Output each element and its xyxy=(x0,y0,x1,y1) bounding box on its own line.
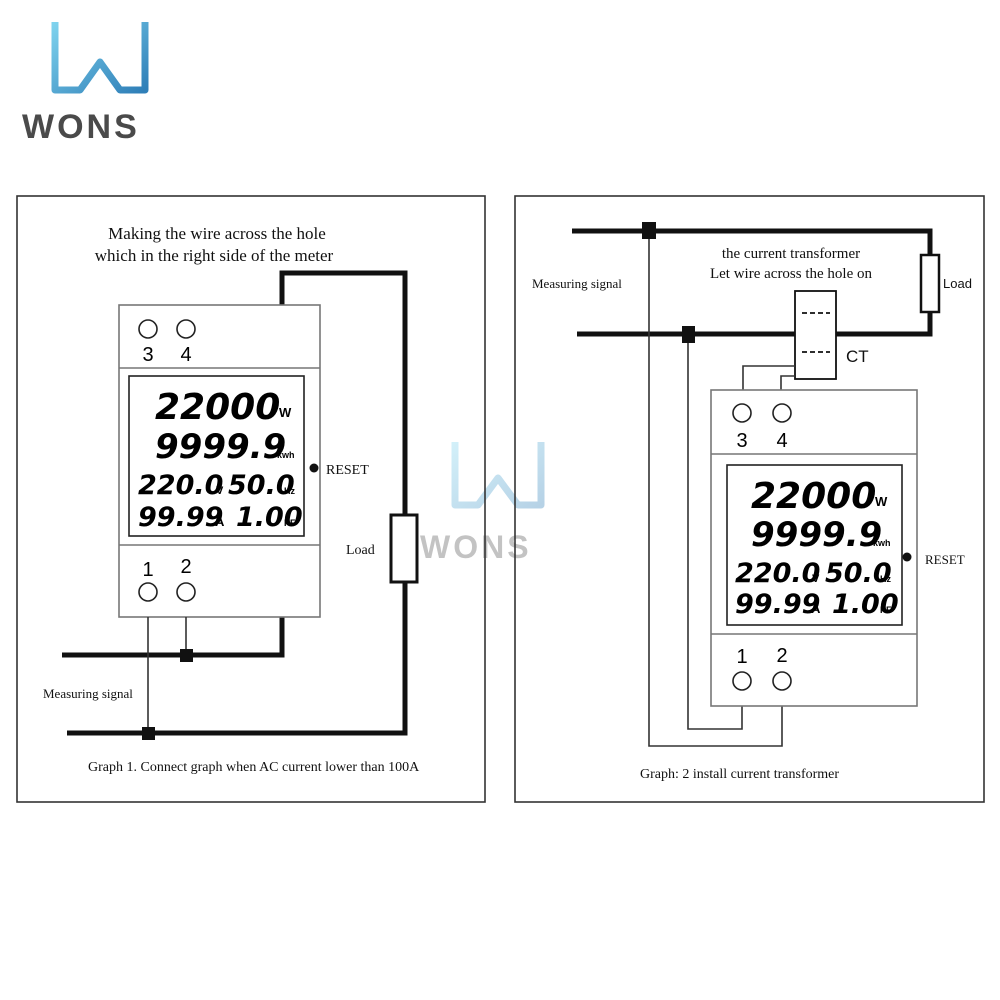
meter1: 3 4 22000 W 9999.9 kwh 220.0 V 50.0 Hz 9… xyxy=(118,304,321,618)
meter1-terminal-2-label: 2 xyxy=(180,556,191,578)
meter2-reset-button-icon xyxy=(902,552,912,562)
meter2-pf: 1.00 xyxy=(832,589,899,620)
meter1-current-unit: A xyxy=(215,514,225,529)
meter1-terminal-4-icon xyxy=(176,319,196,339)
meter2-current: 99.99 xyxy=(735,589,820,620)
graph1-wire-upper xyxy=(62,617,285,658)
meter2-terminal-3-label: 3 xyxy=(736,430,747,452)
meter2-frequency: 50.0 xyxy=(825,558,892,589)
meter1-terminal-3-label: 3 xyxy=(142,344,153,366)
meter2-terminal-2-label: 2 xyxy=(776,645,787,667)
meter2-terminal-4-label: 4 xyxy=(776,430,787,452)
current-transformer-icon xyxy=(794,290,837,380)
graph2-ct-lead-4 xyxy=(780,375,795,390)
graph1-signal-label: Measuring signal xyxy=(43,686,133,701)
graph1-wire-through-hole xyxy=(279,270,408,515)
graph2-frame xyxy=(514,195,985,803)
graph1-note-line2: which in the right side of the meter xyxy=(95,246,334,265)
graph2-load-label: Load xyxy=(943,276,972,291)
meter1-frequency: 50.0 xyxy=(228,470,295,501)
meter2-voltage-unit: V xyxy=(812,573,820,585)
graph1-caption: Graph 1. Connect graph when AC current l… xyxy=(88,760,420,775)
graph1-load-label: Load xyxy=(346,543,375,558)
meter1-power-unit: W xyxy=(279,405,292,420)
graph2-ct-label: CT xyxy=(846,347,869,366)
meter1-reset-label: RESET xyxy=(326,463,369,478)
brand-logo: WONS xyxy=(22,22,149,146)
graph2-wire-lower xyxy=(577,312,933,337)
meter2: 3 4 22000 W 9999.9 kwh 220.0 V 50.0 Hz 9… xyxy=(710,389,918,707)
meter2-lcd xyxy=(726,464,903,626)
meter2-terminal-1-icon xyxy=(732,671,752,691)
meter2-power-unit: W xyxy=(875,494,888,509)
graph1-frame xyxy=(16,195,486,803)
graph1-wire-lower xyxy=(67,582,408,736)
meter1-voltage-unit: V xyxy=(216,485,224,497)
meter1-terminal-3-icon xyxy=(138,319,158,339)
watermark-text: WONS xyxy=(420,529,532,565)
graph2-note-line2: Let wire across the hole on xyxy=(710,266,873,282)
graph2-signal-label: Measuring signal xyxy=(532,276,622,291)
meter1-terminal-1-label: 1 xyxy=(142,559,153,581)
graph2-signal-lead-inner xyxy=(687,334,743,730)
meter2-terminal-3-icon xyxy=(732,403,752,423)
graph1-note-line1: Making the wire across the hole xyxy=(108,224,326,243)
meter1-voltage: 220.0 xyxy=(138,470,223,501)
meter2-frequency-unit: Hz xyxy=(880,574,891,584)
meter2-terminal-1-label: 1 xyxy=(736,646,747,668)
meter2-energy-unit: kwh xyxy=(873,538,891,548)
meter1-terminal-4-label: 4 xyxy=(180,344,191,366)
meter1-energy-unit: kwh xyxy=(277,450,295,460)
meter1-energy: 9999.9 xyxy=(155,427,286,467)
meter1-frequency-unit: Hz xyxy=(284,486,295,496)
graph1-load-resistor-icon xyxy=(389,513,419,584)
graph2-wire-upper xyxy=(572,228,933,255)
meter2-power: 22000 xyxy=(751,476,876,517)
meter2-reset-label: RESET xyxy=(925,552,965,567)
meter2-voltage: 220.0 xyxy=(735,558,820,589)
graph2-ct-lead-3 xyxy=(742,365,795,390)
meter2-current-unit: A xyxy=(811,601,821,616)
meter1-reset-button-icon xyxy=(309,463,319,473)
meter1-pf-unit: PF xyxy=(284,518,296,528)
meter2-pf-unit: PF xyxy=(880,605,892,615)
graph2-junction-upper xyxy=(642,222,656,239)
graph1-junction-lower xyxy=(142,727,155,740)
meter1-lcd xyxy=(128,375,305,537)
graph2-caption: Graph: 2 install current transformer xyxy=(640,767,839,782)
graph1-junction-upper xyxy=(180,649,193,662)
meter2-energy: 9999.9 xyxy=(751,515,882,555)
meter1-terminal-1-icon xyxy=(138,582,158,602)
watermark-logo: WONS xyxy=(420,442,545,565)
graph2-signal-lead-outer xyxy=(648,231,783,747)
graph2-load-resistor-icon xyxy=(919,253,941,314)
meter2-terminal-2-icon xyxy=(772,671,792,691)
graph2-junction-lower xyxy=(682,326,695,343)
brand-name: WONS xyxy=(22,108,140,146)
graph2-note-line1: the current transformer xyxy=(722,246,860,262)
meter1-terminal-2-icon xyxy=(176,582,196,602)
meter1-current: 99.99 xyxy=(138,502,223,533)
meter1-power: 22000 xyxy=(155,387,280,428)
meter1-pf: 1.00 xyxy=(236,502,303,533)
logo-w-mark xyxy=(51,22,149,94)
meter2-terminal-4-icon xyxy=(772,403,792,423)
